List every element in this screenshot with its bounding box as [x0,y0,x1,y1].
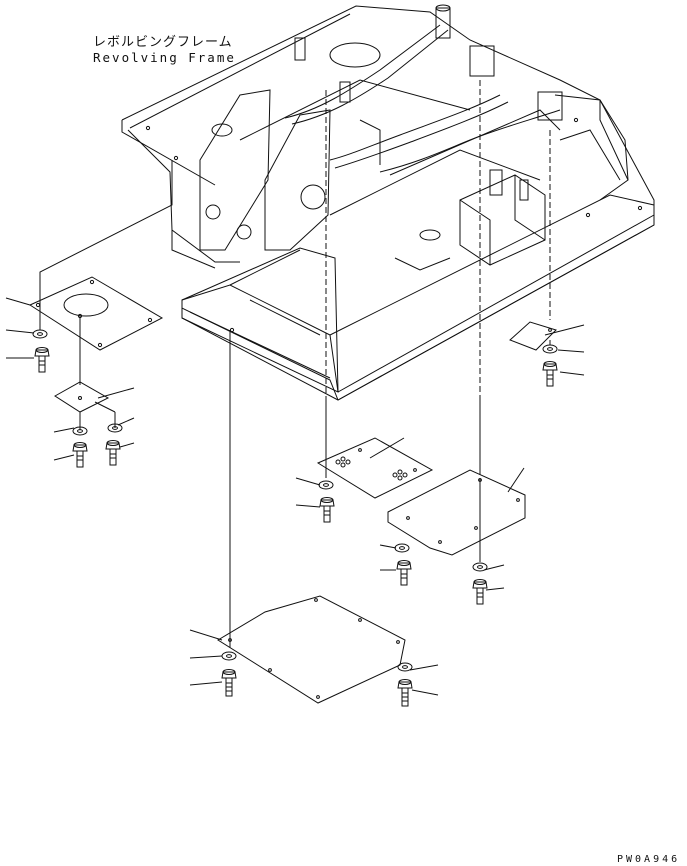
bolt [398,680,412,707]
bolt [320,498,334,523]
washer [33,330,47,338]
bolt [73,443,87,468]
cover-e [218,596,405,703]
leader-lines [6,80,584,695]
washer [108,424,122,432]
bolt [222,670,236,697]
washer [473,563,487,571]
bolt [106,441,120,466]
title-english: Revolving Frame [93,50,236,65]
washers [33,330,557,671]
cover-a [30,277,162,350]
bolt [35,348,49,373]
washer [395,544,409,552]
washer [398,663,412,671]
cover-d [388,470,525,555]
washer [543,345,557,353]
washer [73,427,87,435]
bolt [543,362,557,387]
bolt [397,561,411,586]
revolving-frame [122,5,654,400]
cover-a-small [55,382,108,412]
bolt [473,580,487,605]
cover-b [510,322,556,350]
drawing-code: PW0A946 [617,854,680,865]
title-japanese: レボルビングフレーム [93,35,233,50]
cover-c [318,438,432,498]
washer [222,652,236,660]
washer [319,481,333,489]
bolts [35,348,557,707]
